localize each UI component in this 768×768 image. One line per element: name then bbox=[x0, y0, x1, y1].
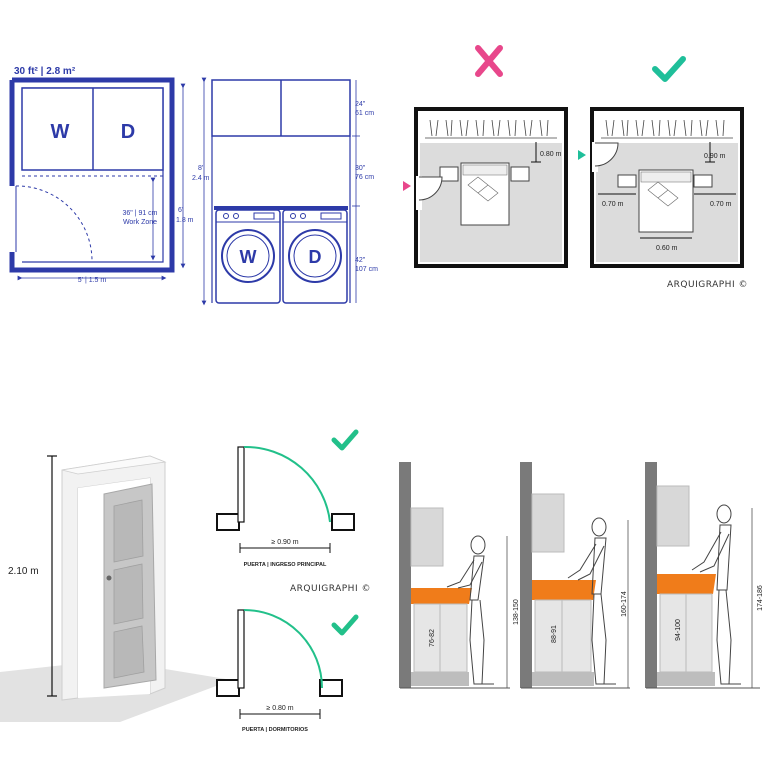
good-clearance-bottom: 0.60 m bbox=[656, 245, 678, 252]
good-clearance-right: 0.70 m bbox=[710, 201, 732, 208]
door-handle bbox=[106, 575, 112, 581]
counter-2 bbox=[532, 580, 596, 600]
check-icon bbox=[331, 429, 359, 451]
good-clearance-left: 0.70 m bbox=[602, 201, 624, 208]
counter-height-1: 76-82 bbox=[429, 629, 436, 647]
bed-door-width: ≥ 0.80 m bbox=[266, 705, 293, 712]
good-clearance-top: 0.90 m bbox=[704, 153, 726, 160]
door-bed-swing bbox=[243, 609, 323, 689]
laundry-depth-ft: 6' bbox=[178, 207, 183, 214]
cross-icon bbox=[475, 45, 503, 77]
kitchen-figure-1: 76-82 138-150 bbox=[399, 462, 520, 689]
door-main-leaf bbox=[237, 446, 245, 523]
door-main-swing bbox=[243, 445, 331, 523]
bad-clearance-top: 0.80 m bbox=[540, 151, 562, 158]
machine-height-in: 42" bbox=[355, 257, 366, 264]
dryer-front bbox=[282, 209, 348, 304]
main-door-caption: PUERTA | INGRESO PRINCIPAL bbox=[244, 562, 327, 568]
gap-height-in: 30" bbox=[355, 165, 366, 172]
door-right bbox=[594, 142, 619, 167]
dryer-letter: D bbox=[121, 121, 135, 143]
door-swing-arc bbox=[15, 185, 93, 261]
washer-elev-letter: W bbox=[240, 247, 257, 267]
entry-arrow-right bbox=[578, 150, 586, 160]
machine-height-cm: 107 cm bbox=[355, 266, 378, 273]
elev-height-ft: 8' bbox=[198, 165, 203, 172]
door-3d: 2.10 m bbox=[0, 455, 232, 722]
reach-height-2: 160-174 bbox=[621, 591, 628, 617]
check-icon bbox=[331, 614, 359, 636]
wardrobe-wrong bbox=[425, 119, 557, 139]
bedroom-wrong: 0.80 m bbox=[403, 45, 568, 268]
main-door-width: ≥ 0.90 m bbox=[271, 539, 298, 546]
bed-door-caption: PUERTA | DORMITORIOS bbox=[242, 727, 308, 733]
laundry-walls bbox=[9, 77, 175, 273]
door-plan-main: ≥ 0.90 m PUERTA | INGRESO PRINCIPAL ARQU… bbox=[216, 429, 371, 594]
person-2 bbox=[567, 517, 616, 685]
door-plan-bedroom: ≥ 0.80 m PUERTA | DORMITORIOS bbox=[216, 609, 359, 733]
entry-arrow-wrong bbox=[403, 181, 411, 191]
kitchen-figure-3: 94-100 174-186 bbox=[645, 462, 764, 689]
work-zone-dim: 36" | 91 cm bbox=[122, 210, 157, 217]
bedroom-right: 0.90 m 0.70 m 0.70 m 0.60 m ARQUIGRAPHI … bbox=[578, 56, 748, 290]
laundry-depth-m: 1.8 m bbox=[176, 217, 194, 224]
kitchen-figure-2: 88-91 160-174 bbox=[520, 462, 630, 689]
cab-height-cm: 61 cm bbox=[355, 110, 374, 117]
washer-letter: W bbox=[51, 121, 70, 143]
person-1 bbox=[446, 535, 494, 685]
person-3 bbox=[691, 504, 741, 685]
logo-arquigraphi-bottom: ARQUIGRAPHI © bbox=[290, 584, 371, 594]
dryer-elev-letter: D bbox=[309, 247, 322, 267]
cab-height-in: 24" bbox=[355, 101, 366, 108]
laundry-elevation: 8' 2.4 m W D 24" 61 cm 30" 76 cm 42" 10 bbox=[192, 77, 378, 306]
laundry-area-label: 30 ft² | 2.8 m² bbox=[14, 66, 76, 77]
gap-height-cm: 76 cm bbox=[355, 174, 374, 181]
door-height-label: 2.10 m bbox=[8, 566, 39, 577]
wardrobe-right bbox=[601, 119, 733, 139]
counter-height-2: 88-91 bbox=[551, 625, 558, 643]
laundry-width: 5' | 1.5 m bbox=[78, 277, 107, 284]
check-icon bbox=[652, 56, 686, 82]
washer-front bbox=[215, 209, 281, 304]
reach-height-3: 174-186 bbox=[757, 585, 764, 611]
laundry-plan: 30 ft² | 2.8 m² W D 36" | 91 cm Work Zon… bbox=[9, 66, 194, 284]
counter-1 bbox=[411, 588, 472, 604]
door-wrong bbox=[418, 176, 443, 201]
counter-3 bbox=[657, 574, 716, 594]
elev-height-m: 2.4 m bbox=[192, 175, 210, 182]
counter-height-3: 94-100 bbox=[675, 619, 682, 641]
door-bed-leaf bbox=[237, 609, 245, 689]
work-zone-label: Work Zone bbox=[123, 219, 157, 226]
reach-height-1: 138-150 bbox=[513, 599, 520, 625]
logo-arquigraphi-top: ARQUIGRAPHI © bbox=[667, 280, 748, 290]
